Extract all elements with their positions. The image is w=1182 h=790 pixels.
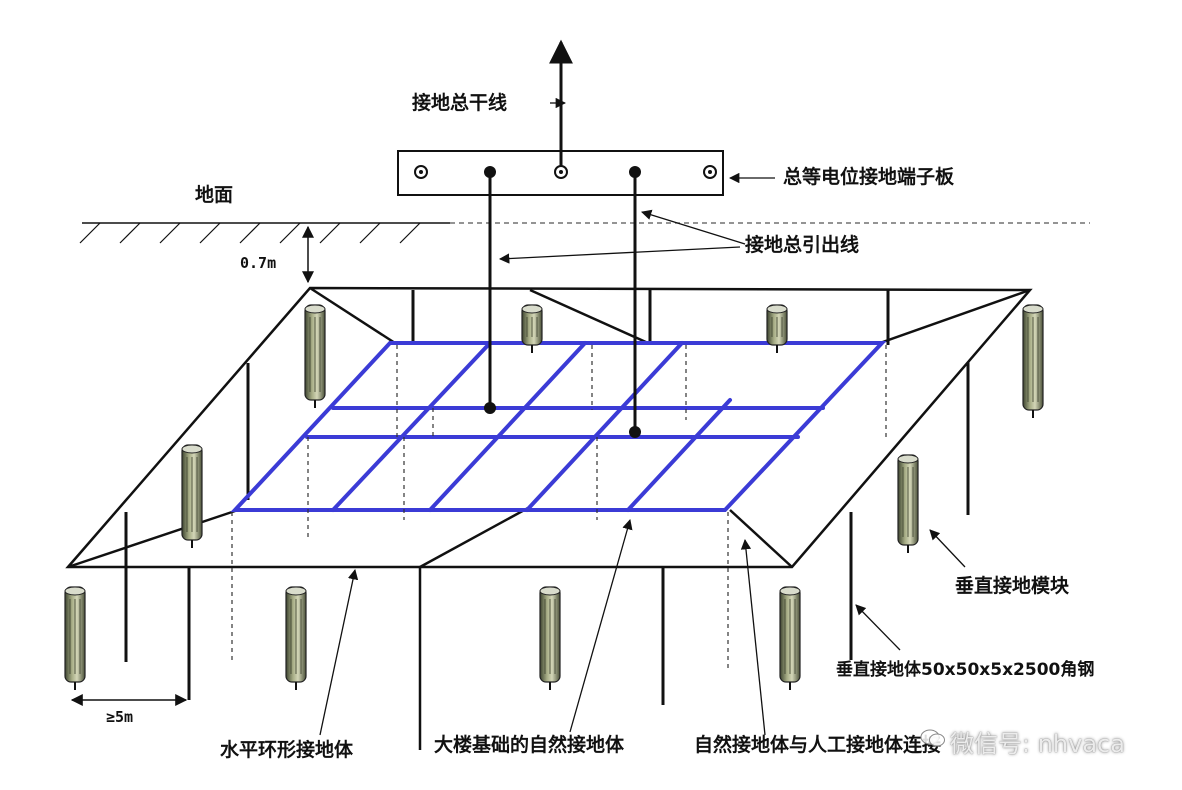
ground-module [779, 586, 801, 690]
vertical-electrode-label: 垂直接地体50x50x5x2500角钢 [836, 660, 1095, 680]
wechat-icon [920, 729, 945, 747]
vertical-angle-steel-electrodes [124, 290, 970, 705]
terminal-board-label: 总等电位接地端子板 [783, 166, 955, 188]
ground-module [521, 304, 543, 353]
ground-module [64, 586, 86, 690]
vertical-ground-modules [64, 304, 1044, 690]
ground-module [897, 454, 919, 553]
down-lead-label: 接地总引出线 [745, 234, 860, 256]
leader-arrows [319, 97, 966, 736]
ground-module [539, 586, 561, 690]
down-lead-junction [484, 402, 496, 414]
depth-label: 0.7m [240, 254, 277, 272]
vertical-module-label: 垂直接地模块 [955, 575, 1070, 597]
ground-surface-label: 地面 [195, 184, 234, 206]
watermark-text: 微信号: nhvaca [950, 730, 1125, 758]
ground-module [285, 586, 307, 690]
ground-surface [79, 222, 1090, 244]
natural-to-artificial-label: 自然接地体与人工接地体连接 [694, 734, 942, 756]
foundation-natural-electrode-grid [230, 341, 887, 512]
natural-foundation-label: 大楼基础的自然接地体 [434, 734, 625, 756]
ground-module [304, 304, 326, 408]
projection-lines [231, 345, 887, 668]
ground-module [1022, 304, 1044, 418]
grounding-down-leads [488, 172, 637, 432]
ground-module [766, 304, 788, 353]
ground-module [181, 444, 203, 548]
horizontal-ring-electrode [65, 286, 1033, 750]
spacing-label: ≥5m [106, 708, 134, 726]
main-trunk-label: 接地总干线 [412, 92, 508, 114]
horizontal-ring-label: 水平环形接地体 [220, 739, 354, 761]
down-lead-junction [629, 426, 641, 438]
